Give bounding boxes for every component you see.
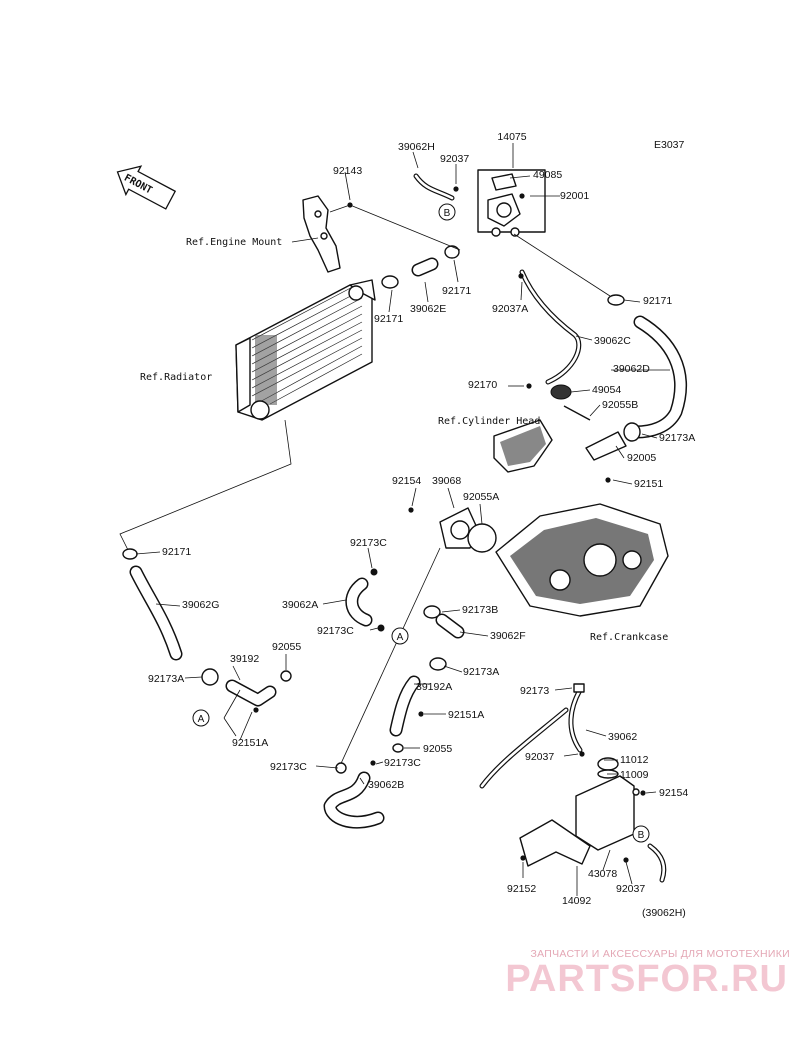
- svg-text:B: B: [638, 830, 645, 841]
- hose-39062F: [423, 605, 465, 671]
- callout-92154-b: 92154: [659, 787, 688, 799]
- callout-39062D: 39062D: [613, 363, 650, 375]
- callout-92037A: 92037A: [492, 303, 528, 315]
- marker-b-bottom: B: [632, 825, 650, 843]
- callout-92173A-b: 92173A: [148, 673, 184, 685]
- callout-39062: 39062: [608, 731, 637, 743]
- bracket-14092: [519, 819, 591, 867]
- diagram-code: E3037: [654, 139, 685, 151]
- front-arrow-badge: FRONT: [116, 165, 177, 210]
- engine-mount-bracket: [302, 195, 341, 273]
- watermark-brand: PARTSFOR.RU: [505, 958, 788, 1000]
- callout-92171-d: 92171: [162, 546, 191, 558]
- callout-39062E: 39062E: [410, 303, 446, 315]
- pipe-39192: [225, 670, 292, 707]
- callout-92173A-c: 92173A: [463, 666, 499, 678]
- cylinder-head: [493, 419, 553, 473]
- callout-92151A-b: 92151A: [448, 709, 484, 721]
- callout-92055B: 92055B: [602, 399, 638, 411]
- callout-92037-c: 92037: [616, 883, 645, 895]
- hose-39062B: [323, 762, 385, 829]
- callout-92173C-b: 92173C: [317, 625, 354, 637]
- callout-92152: 92152: [507, 883, 536, 895]
- small-fasteners: [253, 186, 646, 863]
- callout-92055-a: 92055: [272, 641, 301, 653]
- marker-b-top: B: [438, 203, 456, 221]
- callout-39062C: 39062C: [594, 335, 631, 347]
- callout-92143: 92143: [333, 165, 362, 177]
- callout-92173C-a: 92173C: [350, 537, 387, 549]
- svg-text:B: B: [444, 208, 451, 219]
- callout-43078: 43078: [588, 868, 617, 880]
- callout-39062H: 39062H: [398, 141, 435, 153]
- callout-92173A-a: 92173A: [659, 432, 695, 444]
- callout-92171-a: 92171: [374, 313, 403, 325]
- hose-39062E: [381, 245, 460, 289]
- hose-39062G: [122, 548, 219, 686]
- callout-92151: 92151: [634, 478, 663, 490]
- callout-92170: 92170: [468, 379, 497, 391]
- ref-crankcase: Ref.Crankcase: [590, 632, 668, 643]
- callout-92037-b: 92037: [525, 751, 554, 763]
- radiator: [235, 279, 376, 421]
- callout-39068: 39068: [432, 475, 461, 487]
- callout-39062H-ref: (39062H): [642, 907, 686, 919]
- callout-92055A: 92055A: [463, 491, 499, 503]
- leader-lines: [135, 143, 670, 896]
- oring-92055B: [563, 405, 591, 421]
- callout-39062F: 39062F: [490, 630, 526, 642]
- callout-92001: 92001: [560, 190, 589, 202]
- svg-text:A: A: [198, 714, 205, 725]
- callout-49054: 49054: [592, 384, 621, 396]
- callout-14092: 14092: [562, 895, 591, 907]
- callout-11009: 11009: [620, 769, 649, 781]
- callout-14075: 14075: [497, 131, 526, 143]
- callout-92173: 92173: [520, 685, 549, 697]
- callout-92151A-a: 92151A: [232, 737, 268, 749]
- callout-39062B: 39062B: [368, 779, 404, 791]
- callout-39192A: 39192A: [416, 681, 452, 693]
- callout-39062G: 39062G: [182, 599, 219, 611]
- watermark-tagline: ЗАПЧАСТИ И АКСЕССУАРЫ ДЛЯ МОТОТЕХНИКИ: [530, 948, 790, 960]
- callout-39192: 39192: [230, 653, 259, 665]
- ref-radiator: Ref.Radiator: [140, 372, 212, 383]
- crankcase: [495, 503, 669, 617]
- callout-92005: 92005: [627, 452, 656, 464]
- callout-92154-a: 92154: [392, 475, 421, 487]
- hose-39062A: [345, 577, 373, 627]
- water-pump-39068: [439, 507, 497, 553]
- fitting-92005: [585, 431, 627, 461]
- marker-a-center: A: [391, 627, 409, 645]
- hose-39062D: [607, 294, 687, 442]
- part-callouts: 39062H 14075 92037 49085 92001 92143 Ref…: [140, 131, 695, 919]
- callout-92171-c: 92171: [643, 295, 672, 307]
- callout-11012: 11012: [620, 754, 649, 766]
- callout-49085: 49085: [533, 169, 562, 181]
- callout-92173C-d: 92173C: [270, 761, 307, 773]
- pipe-39192A: [389, 675, 421, 753]
- ref-cylinder-head: Ref.Cylinder Head: [438, 416, 540, 427]
- callout-92037: 92037: [440, 153, 469, 165]
- marker-a-left: A: [192, 709, 210, 727]
- callout-92173B: 92173B: [462, 604, 498, 616]
- callout-92171-b: 92171: [442, 285, 471, 297]
- ref-engine-mount: Ref.Engine Mount: [186, 237, 282, 248]
- svg-text:A: A: [397, 632, 404, 643]
- callout-92055-b: 92055: [423, 743, 452, 755]
- cap-49054: [550, 384, 572, 400]
- callout-92173C-c: 92173C: [384, 757, 421, 769]
- callout-39062A: 39062A: [282, 599, 318, 611]
